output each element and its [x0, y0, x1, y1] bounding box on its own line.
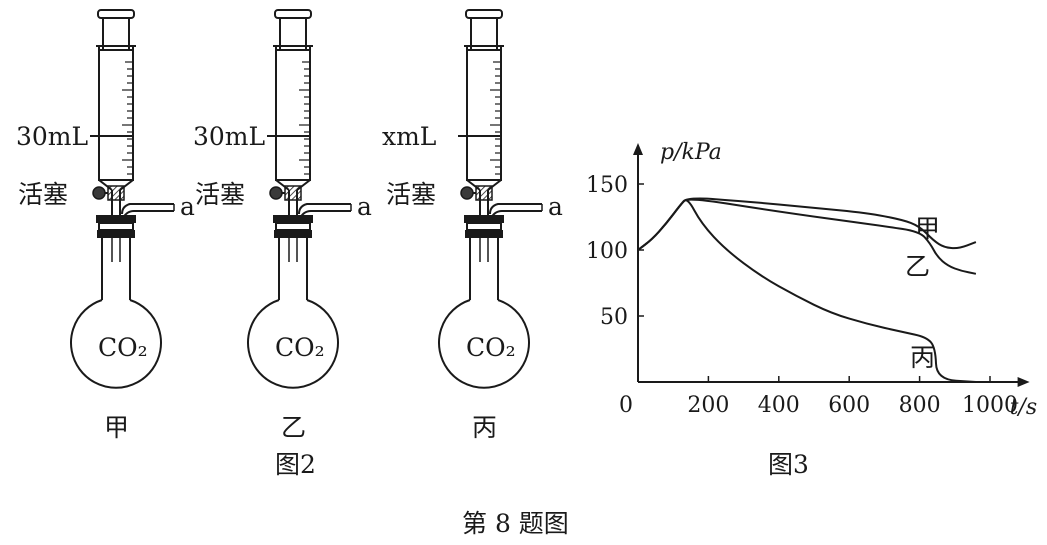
y-tick-label: 150 — [586, 173, 628, 198]
syringe-volume-label: 30mL — [193, 122, 265, 151]
origin-label: 0 — [619, 393, 633, 418]
question-caption: 第 8 题图 — [462, 509, 569, 538]
apparatus-jia: 30mL 活塞 a CO₂ 甲 — [16, 9, 195, 442]
y-tick-label: 50 — [600, 305, 628, 330]
apparatus-drawing — [70, 9, 175, 389]
syringe-volume-label: xmL — [382, 122, 436, 151]
figure2-caption: 图2 — [275, 450, 316, 479]
series-label-0: 甲 — [915, 214, 940, 243]
y-axis-label: p/kPa — [660, 140, 722, 165]
apparatus-drawing — [438, 9, 543, 389]
tube-label: a — [357, 192, 372, 221]
flask-gas-label: CO₂ — [466, 333, 516, 362]
x-tick-label: 400 — [758, 393, 800, 418]
apparatus-name: 乙 — [281, 413, 306, 442]
series-label-1: 乙 — [905, 252, 930, 281]
valve-label: 活塞 — [18, 180, 68, 209]
x-tick-label: 1000 — [962, 393, 1018, 418]
syringe-volume-label: 30mL — [16, 122, 88, 151]
series-line-2 — [637, 199, 976, 383]
apparatus-bing: xmL 活塞 a CO₂ 丙 — [382, 9, 563, 442]
x-axis-arrow — [1017, 377, 1030, 387]
tube-label: a — [548, 192, 563, 221]
x-tick-label: 600 — [828, 393, 870, 418]
y-axis-arrow — [633, 143, 643, 155]
series-label-2: 丙 — [910, 343, 935, 372]
apparatus-yi: 30mL 活塞 a CO₂ 乙 — [193, 9, 372, 442]
x-axis-label: t/s — [1010, 395, 1038, 420]
y-tick-label: 100 — [586, 239, 628, 264]
x-tick-label: 200 — [687, 393, 729, 418]
flask-gas-label: CO₂ — [98, 333, 148, 362]
x-tick-label: 800 — [899, 393, 941, 418]
apparatus-drawing — [247, 9, 352, 389]
apparatus-name: 甲 — [104, 413, 129, 442]
pressure-chart: 200 400 600 800 1000 50 100 150 0 p/kPa t/s 甲乙丙 — [586, 140, 1037, 420]
valve-label: 活塞 — [386, 180, 436, 209]
valve-label: 活塞 — [195, 180, 245, 209]
figure3-caption: 图3 — [768, 450, 809, 479]
flask-gas-label: CO₂ — [275, 333, 325, 362]
apparatus-name: 丙 — [472, 413, 497, 442]
tube-label: a — [180, 192, 195, 221]
